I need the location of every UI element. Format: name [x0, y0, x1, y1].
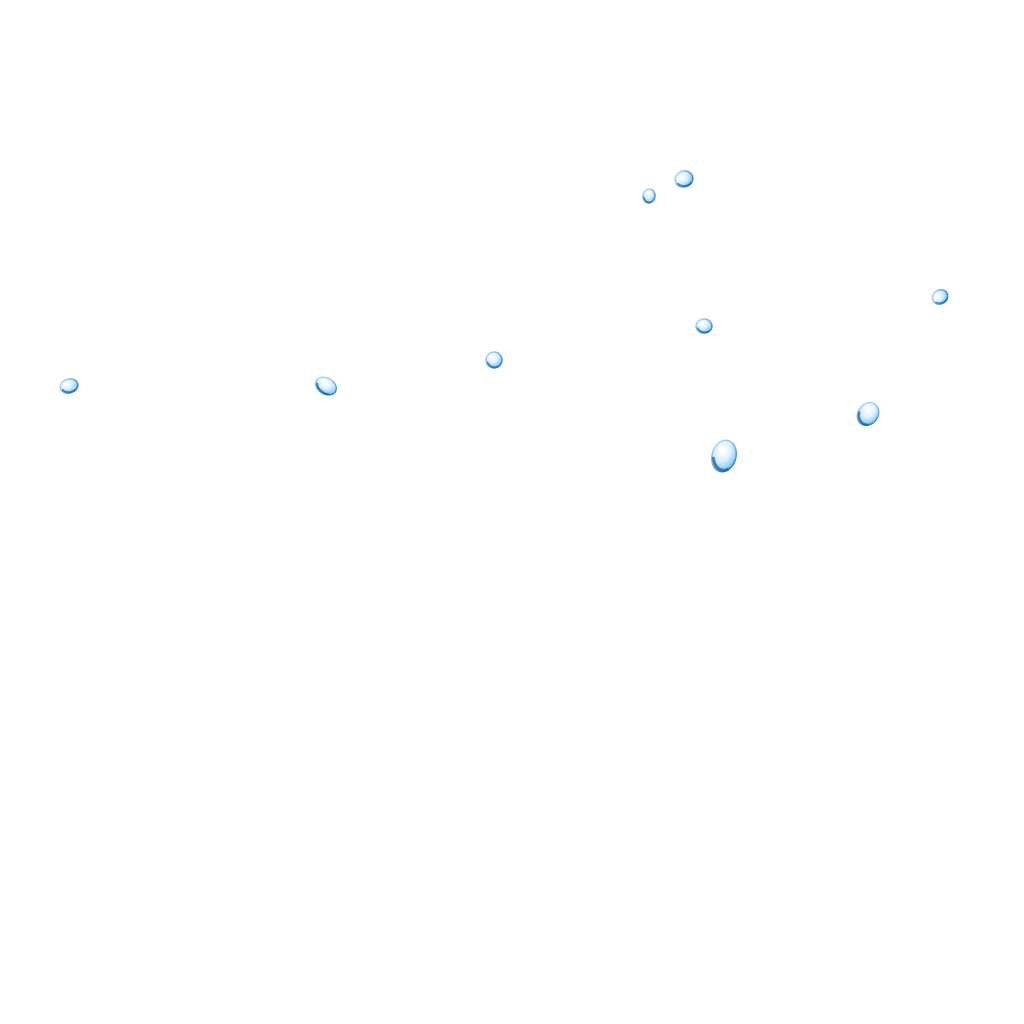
- water-droplet: [710, 439, 738, 473]
- water-droplet: [642, 188, 656, 204]
- water-droplet: [674, 170, 694, 188]
- water-droplet: [931, 288, 949, 306]
- water-droplet: [695, 318, 713, 334]
- water-droplet: [856, 401, 880, 427]
- water-droplet: [314, 376, 338, 396]
- water-droplet: [59, 378, 79, 394]
- water-droplet: [485, 351, 503, 369]
